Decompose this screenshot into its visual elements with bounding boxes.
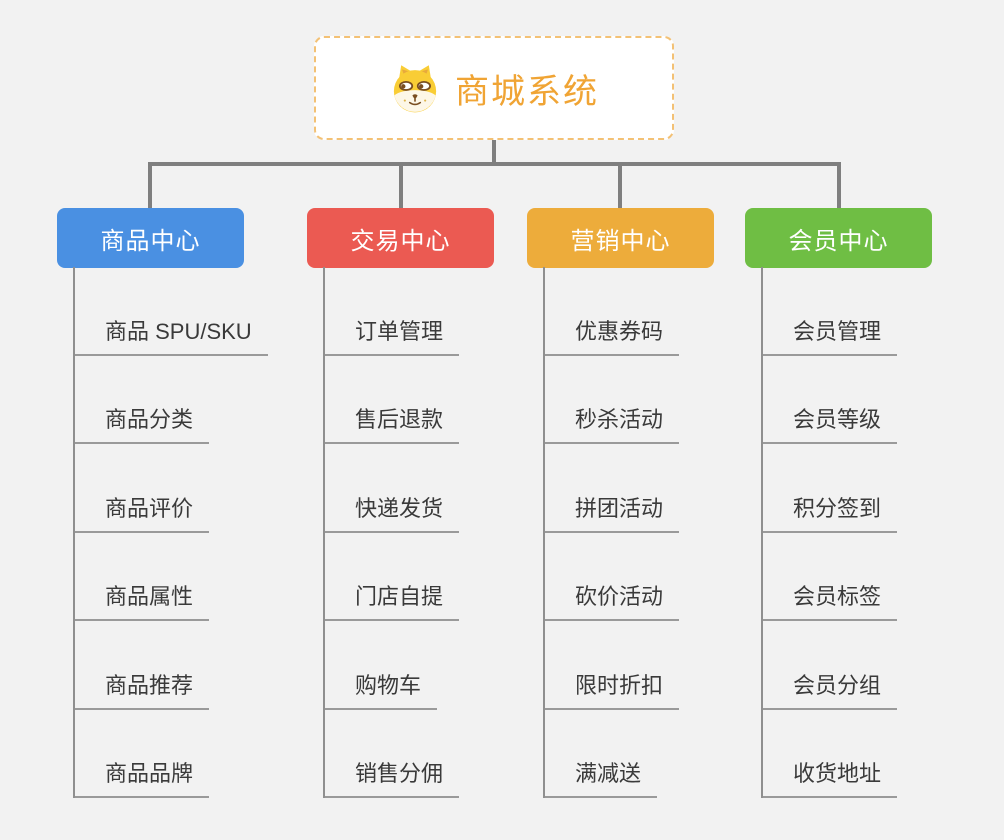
- leaf-slot: 商品分类: [73, 356, 268, 444]
- leaf-slot: 拼团活动: [543, 444, 680, 533]
- branch-node-label: 商品中心: [100, 227, 201, 255]
- leaf-node[interactable]: 秒杀活动: [543, 402, 680, 444]
- leaf-slot: 售后退款: [323, 356, 460, 444]
- branch-trunk-line: [73, 267, 75, 798]
- leaf-node[interactable]: 商品推荐: [73, 668, 210, 710]
- branch-node-member-center[interactable]: 会员中心: [745, 208, 932, 268]
- leaf-node[interactable]: 购物车: [323, 668, 438, 710]
- leaf-slot: 门店自提: [323, 533, 460, 621]
- connector-branch-stub: [399, 162, 403, 208]
- leaf-node[interactable]: 优惠券码: [543, 314, 680, 356]
- leaf-node[interactable]: 商品属性: [73, 579, 210, 621]
- leaf-slot: 收货地址: [761, 710, 898, 798]
- leaf-slot: 销售分佣: [323, 710, 460, 798]
- branch-node-label: 交易中心: [350, 227, 451, 255]
- leaf-slot: 商品评价: [73, 444, 268, 533]
- branch-trunk-line: [543, 267, 545, 798]
- root-node[interactable]: 商城系统: [314, 36, 674, 140]
- leaf-node[interactable]: 商品品牌: [73, 756, 210, 798]
- leaf-slot: 会员等级: [761, 356, 898, 444]
- connector-root-stem: [492, 140, 496, 164]
- branch-column-marketing: 优惠券码 秒杀活动 拼团活动 砍价活动 限时折扣 满减送: [543, 267, 680, 798]
- branch-column-trade: 订单管理 售后退款 快递发货 门店自提 购物车 销售分佣: [323, 267, 460, 798]
- leaf-node[interactable]: 商品 SPU/SKU: [73, 314, 268, 356]
- connector-branch-stub: [148, 162, 152, 208]
- leaf-slot: 优惠券码: [543, 267, 680, 356]
- branch-node-goods-center[interactable]: 商品中心: [57, 208, 244, 268]
- leaf-slot: 商品品牌: [73, 710, 268, 798]
- branch-trunk-line: [761, 267, 763, 798]
- leaf-node[interactable]: 会员管理: [761, 314, 898, 356]
- leaf-slot: 秒杀活动: [543, 356, 680, 444]
- leaf-slot: 商品 SPU/SKU: [73, 267, 268, 356]
- branch-node-marketing-center[interactable]: 营销中心: [527, 208, 714, 268]
- leaf-node[interactable]: 拼团活动: [543, 491, 680, 533]
- leaf-node[interactable]: 会员标签: [761, 579, 898, 621]
- leaf-slot: 订单管理: [323, 267, 460, 356]
- leaf-slot: 商品推荐: [73, 621, 268, 710]
- leaf-slot: 快递发货: [323, 444, 460, 533]
- leaf-node[interactable]: 售后退款: [323, 402, 460, 444]
- leaf-slot: 会员标签: [761, 533, 898, 621]
- branch-node-label: 会员中心: [788, 227, 889, 255]
- leaf-slot: 限时折扣: [543, 621, 680, 710]
- leaf-slot: 积分签到: [761, 444, 898, 533]
- leaf-slot: 购物车: [323, 621, 459, 710]
- leaf-node[interactable]: 商品分类: [73, 402, 210, 444]
- leaf-node[interactable]: 会员分组: [761, 668, 898, 710]
- leaf-slot: 商品属性: [73, 533, 268, 621]
- leaf-node[interactable]: 会员等级: [761, 402, 898, 444]
- leaf-node[interactable]: 商品评价: [73, 491, 210, 533]
- root-node-title: 商城系统: [455, 72, 599, 111]
- connector-horizontal-rail: [148, 162, 840, 166]
- leaf-node[interactable]: 销售分佣: [323, 756, 460, 798]
- connector-branch-stub: [618, 162, 622, 208]
- branch-trunk-line: [323, 267, 325, 798]
- leaf-slot: 会员分组: [761, 621, 898, 710]
- leaf-node[interactable]: 砍价活动: [543, 579, 680, 621]
- leaf-node[interactable]: 订单管理: [323, 314, 460, 356]
- branch-node-trade-center[interactable]: 交易中心: [307, 208, 494, 268]
- branch-node-label: 营销中心: [570, 227, 671, 255]
- dog-face-icon: [393, 65, 437, 113]
- branch-column-goods: 商品 SPU/SKU 商品分类 商品评价 商品属性 商品推荐 商品品牌: [73, 267, 268, 798]
- leaf-slot: 满减送: [543, 710, 679, 798]
- leaf-slot: 会员管理: [761, 267, 898, 356]
- leaf-node[interactable]: 收货地址: [761, 756, 898, 798]
- leaf-node[interactable]: 限时折扣: [543, 668, 680, 710]
- leaf-node[interactable]: 门店自提: [323, 579, 460, 621]
- branch-column-member: 会员管理 会员等级 积分签到 会员标签 会员分组 收货地址: [761, 267, 898, 798]
- leaf-node[interactable]: 积分签到: [761, 491, 898, 533]
- connector-branch-stub: [837, 162, 841, 208]
- leaf-node[interactable]: 满减送: [543, 756, 658, 798]
- leaf-node[interactable]: 快递发货: [323, 491, 460, 533]
- leaf-slot: 砍价活动: [543, 533, 680, 621]
